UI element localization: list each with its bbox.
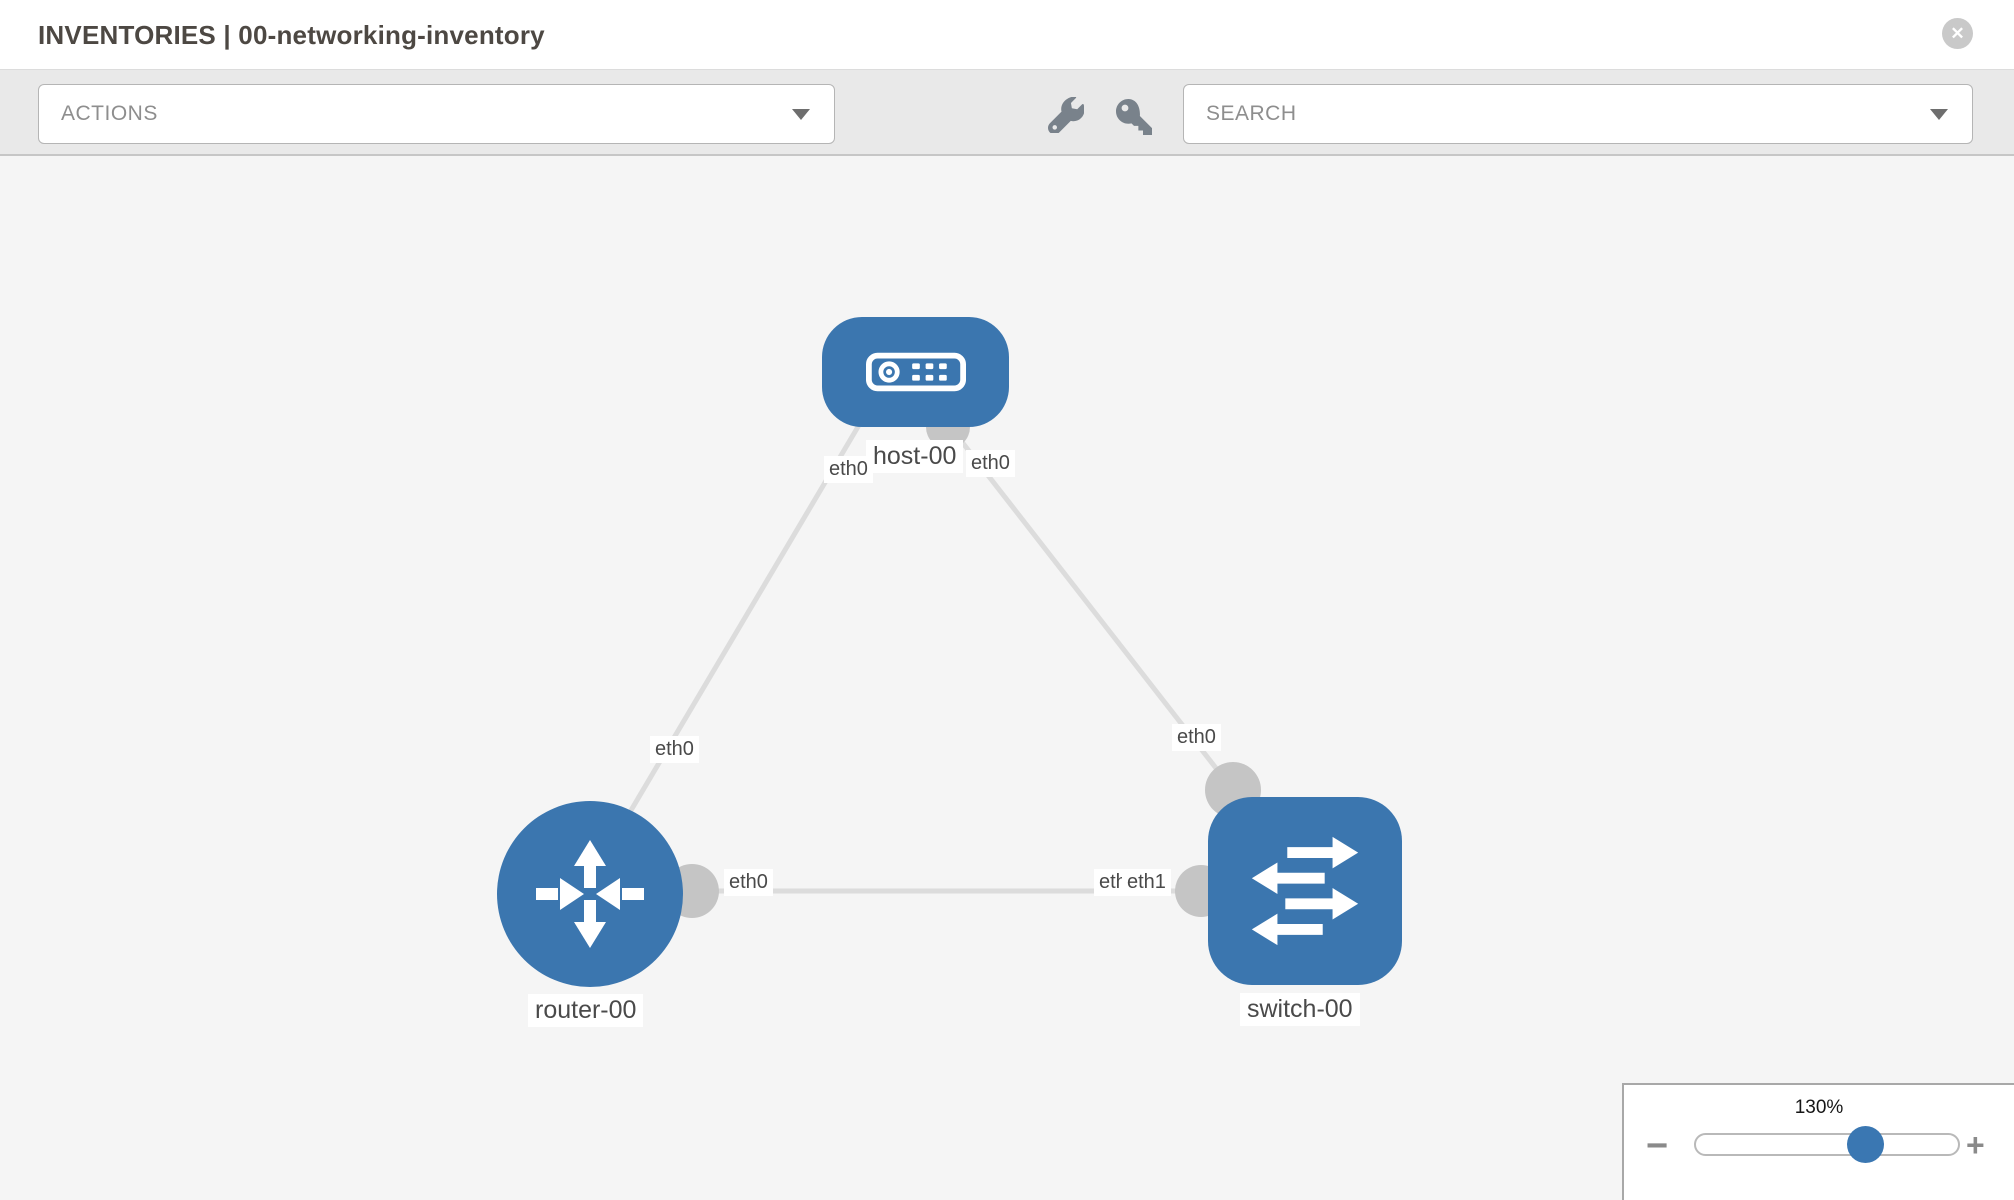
- zoom-slider-track[interactable]: [1694, 1133, 1960, 1156]
- close-button[interactable]: ✕: [1942, 18, 1973, 49]
- key-tool-button[interactable]: [1116, 99, 1152, 140]
- node-label-host[interactable]: host-00: [866, 440, 964, 473]
- chevron-down-icon: [1930, 108, 1948, 120]
- interface-label: eth0: [966, 450, 1015, 477]
- chevron-down-icon: [792, 108, 810, 120]
- actions-dropdown[interactable]: ACTIONS: [38, 84, 835, 144]
- header: INVENTORIES | 00-networking-inventory ✕: [0, 0, 2014, 70]
- zoom-level-value: 130%: [1794, 1097, 1844, 1118]
- interface-label: eth0: [1172, 724, 1221, 751]
- switch-icon: [1251, 836, 1359, 946]
- toolbar: ACTIONS SEARCH: [0, 70, 2014, 156]
- zoom-slider-thumb[interactable]: [1847, 1126, 1884, 1163]
- wrench-tool-button[interactable]: [1047, 96, 1085, 138]
- interface-label: eth0: [724, 869, 773, 896]
- interface-label: eth0: [824, 456, 873, 483]
- key-icon: [1116, 99, 1152, 135]
- node-host-00[interactable]: [822, 317, 1009, 427]
- node-label-router[interactable]: router-00: [528, 994, 644, 1027]
- node-switch-00[interactable]: [1208, 797, 1402, 985]
- wrench-icon: [1047, 96, 1085, 135]
- zoom-out-button[interactable]: −: [1646, 1125, 1669, 1167]
- actions-dropdown-label: ACTIONS: [61, 102, 158, 125]
- node-router-00[interactable]: [497, 801, 683, 987]
- node-label-switch[interactable]: switch-00: [1240, 993, 1360, 1026]
- router-icon: [536, 840, 644, 948]
- topology-canvas[interactable]: [0, 156, 2014, 1200]
- search-dropdown[interactable]: SEARCH: [1183, 84, 1973, 144]
- search-dropdown-label: SEARCH: [1206, 102, 1297, 125]
- zoom-control-panel: 130% − +: [1622, 1083, 2014, 1200]
- interface-label: eth1: [1122, 869, 1171, 896]
- page-title: INVENTORIES | 00-networking-inventory: [38, 20, 545, 50]
- close-icon: ✕: [1950, 24, 1965, 43]
- zoom-in-button[interactable]: +: [1966, 1127, 1985, 1163]
- host-icon: [865, 352, 966, 392]
- interface-label: eth0: [650, 736, 699, 763]
